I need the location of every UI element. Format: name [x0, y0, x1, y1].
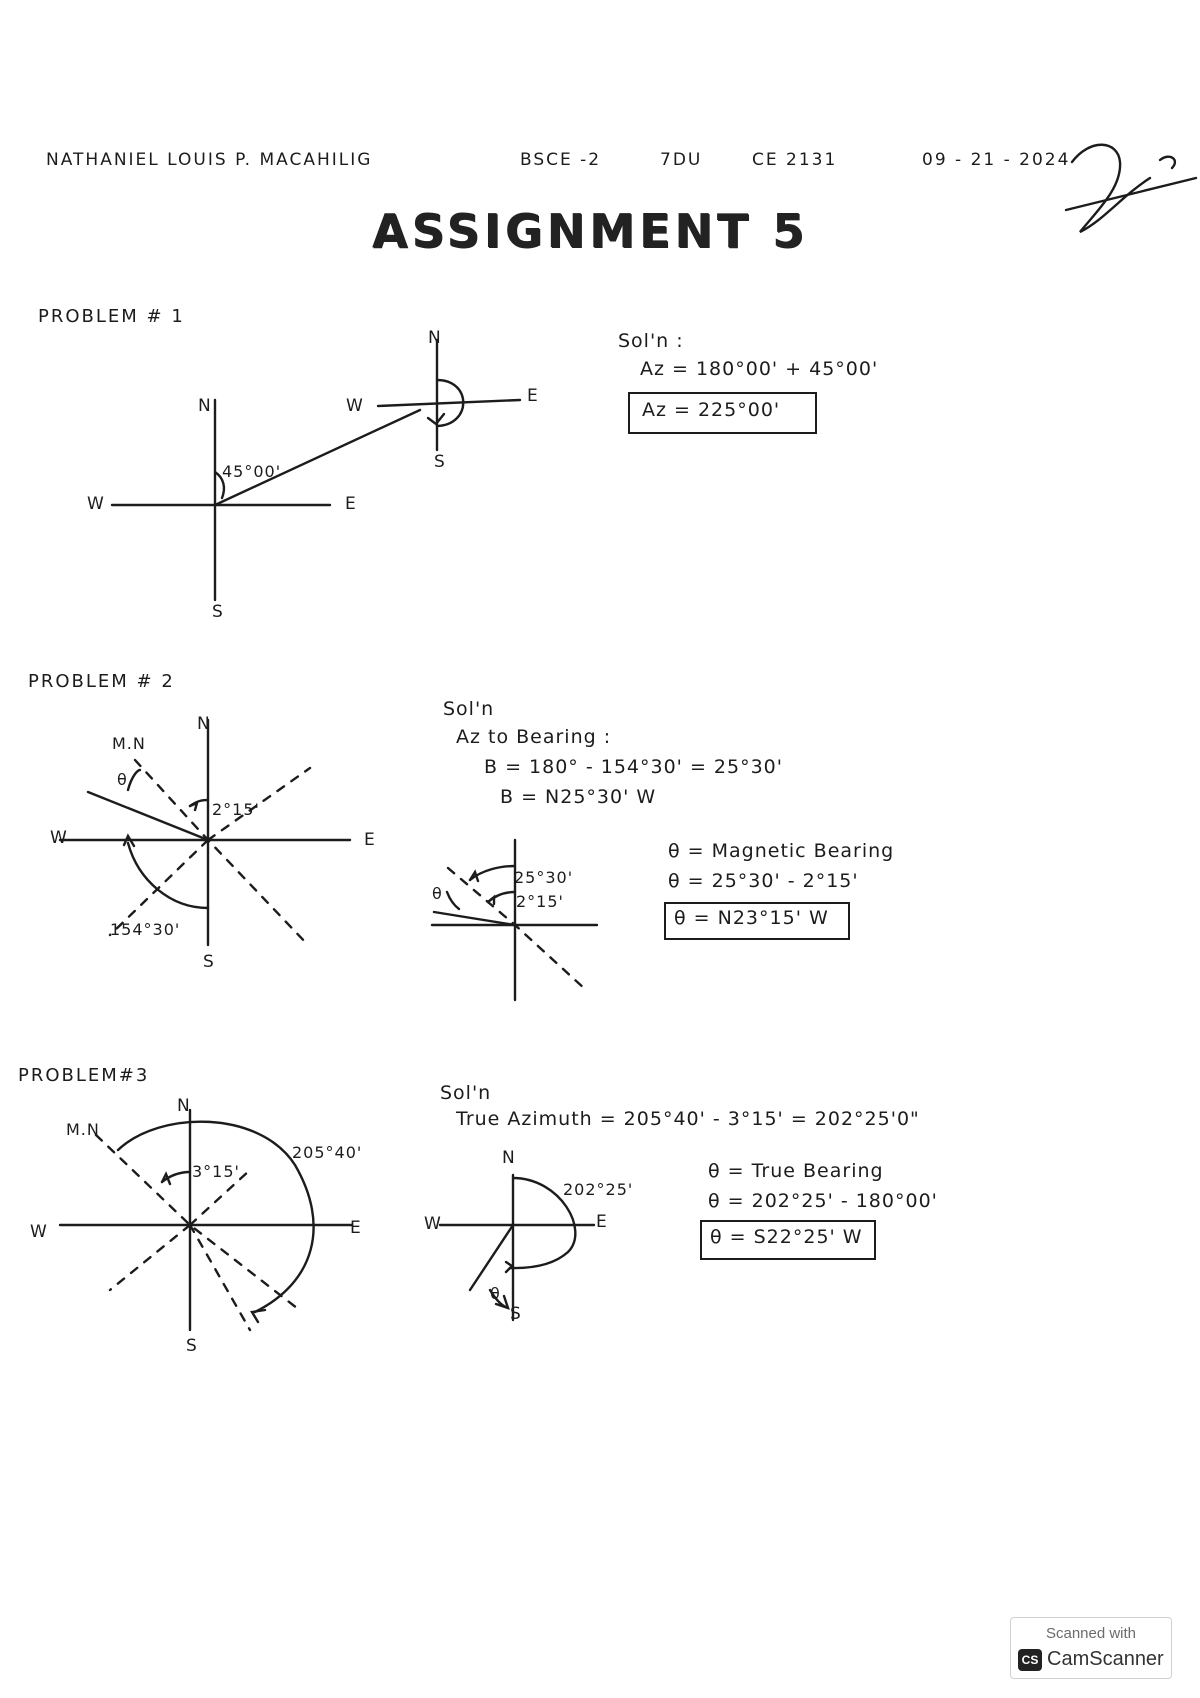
p2-small-angle-1: 25°30'	[514, 868, 574, 887]
p1-small-south-label: S	[434, 452, 446, 472]
p3-small-south-label: S	[510, 1304, 522, 1324]
problem-1-label: PROBLEM # 1	[38, 306, 185, 327]
student-name: NATHANIEL LOUIS P. MACAHILIG	[46, 150, 373, 170]
date: 09 - 21 - 2024	[922, 150, 1071, 170]
p2-north-label: N	[197, 714, 211, 734]
p2-answer: θ = N23°15' W	[674, 907, 829, 929]
p2-west-label: W	[50, 828, 68, 848]
p3-small-theta-label: θ	[490, 1284, 501, 1303]
p1-small-west-label: W	[346, 396, 364, 416]
p2-small-theta-label: θ	[432, 884, 443, 903]
p3-solution-label: Sol'n	[440, 1082, 492, 1104]
signature-mark	[1064, 143, 1198, 234]
p2-theta-label: θ	[117, 770, 128, 789]
p2-calculation: θ = 25°30' - 2°15'	[668, 870, 859, 892]
p3-answer: θ = S22°25' W	[710, 1226, 863, 1248]
p2-east-label: E	[364, 830, 376, 850]
p1-south-label: S	[212, 602, 224, 622]
p2-solution-label: Sol'n	[443, 698, 495, 720]
p3-magnetic-north-label: M.N	[66, 1120, 100, 1139]
p3-calculation: θ = 202°25' - 180°00'	[708, 1190, 938, 1212]
p1-east-label: E	[345, 494, 357, 514]
p1-equation: Az = 180°00' + 45°00'	[640, 358, 879, 380]
p2-step-1: B = 180° - 154°30' = 25°30'	[484, 756, 783, 778]
p3-true-azimuth: True Azimuth = 205°40' - 3°15' = 202°25'…	[456, 1108, 920, 1130]
p3-south-label: S	[186, 1336, 198, 1356]
p3-azimuth-label: 205°40'	[292, 1143, 363, 1162]
camscanner-logo-icon: CS	[1018, 1649, 1042, 1671]
p3-west-label: W	[30, 1222, 48, 1242]
p3-north-label: N	[177, 1096, 191, 1116]
p1-solution-label: Sol'n :	[618, 330, 684, 352]
p3-answer-box	[700, 1220, 876, 1260]
p1-small-north-label: N	[428, 328, 442, 348]
p2-magnetic-north-label: M.N	[112, 734, 146, 753]
program: BSCE -2	[520, 150, 602, 170]
page-title: ASSIGNMENT 5	[372, 204, 809, 258]
p2-answer-box	[664, 902, 850, 940]
p2-azimuth-label: 154°30'	[110, 920, 181, 939]
p2-step-2: B = N25°30' W	[500, 786, 657, 808]
course-code: CE 2131	[752, 150, 838, 170]
camscanner-watermark: Scanned with CS CamScanner	[1010, 1617, 1172, 1679]
p3-declination-label: 3°15'	[192, 1162, 240, 1181]
watermark-brand-name: CamScanner	[1047, 1648, 1164, 1670]
p1-west-label: W	[87, 494, 105, 514]
problem-3-label: PROBLEM#3	[18, 1065, 150, 1086]
p1-answer-box	[628, 392, 817, 434]
p1-small-east-label: E	[527, 386, 539, 406]
p3-small-west-label: W	[424, 1214, 442, 1234]
p3-east-label: E	[350, 1218, 362, 1238]
section: 7DU	[660, 150, 703, 170]
p3-small-east-label: E	[596, 1212, 608, 1232]
p2-small-angle-2: 2°15'	[516, 892, 564, 911]
p2-south-label: S	[203, 952, 215, 972]
p1-answer: Az = 225°00'	[642, 399, 781, 421]
p2-definition: θ = Magnetic Bearing	[668, 840, 895, 862]
p3-definition: θ = True Bearing	[708, 1160, 884, 1182]
p2-declination-label: 2°15'	[212, 800, 260, 819]
p1-angle-label: 45°00'	[222, 462, 282, 481]
watermark-top-text: Scanned with	[1045, 1625, 1137, 1642]
p3-small-north-label: N	[502, 1148, 516, 1168]
problem-2-label: PROBLEM # 2	[28, 671, 175, 692]
p3-small-angle: 202°25'	[563, 1180, 634, 1199]
p2-step-title: Az to Bearing :	[456, 726, 612, 748]
p1-north-label: N	[198, 396, 212, 416]
